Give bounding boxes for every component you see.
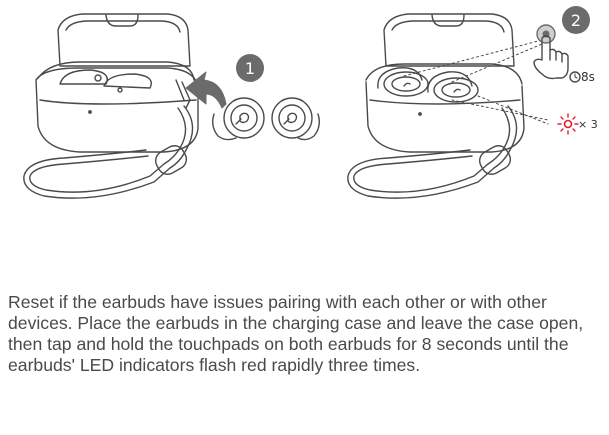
curved-arrow-icon: [185, 71, 227, 109]
step-2-badge: 2: [562, 6, 590, 34]
hold-duration: 8s: [569, 70, 595, 84]
earbuds-outside-case: [211, 97, 321, 141]
led-flash-count: × 3: [578, 118, 598, 131]
red-led-flash-icon: × 3: [557, 113, 598, 135]
timer-icon: [569, 71, 581, 83]
open-case-step1: [23, 13, 199, 199]
reset-instruction-illustration: 1: [23, 6, 598, 199]
tap-and-hold-finger-icon: [533, 24, 569, 80]
step-1-number: 1: [245, 59, 255, 78]
case-with-earbuds-step2: [347, 13, 525, 199]
reset-instructions-text: Reset if the earbuds have issues pairing…: [8, 292, 584, 375]
step-2-number: 2: [571, 11, 581, 30]
touch-guide-lines: [403, 39, 549, 125]
step-1-badge: 1: [236, 54, 264, 82]
hold-duration-label: 8s: [581, 70, 595, 84]
